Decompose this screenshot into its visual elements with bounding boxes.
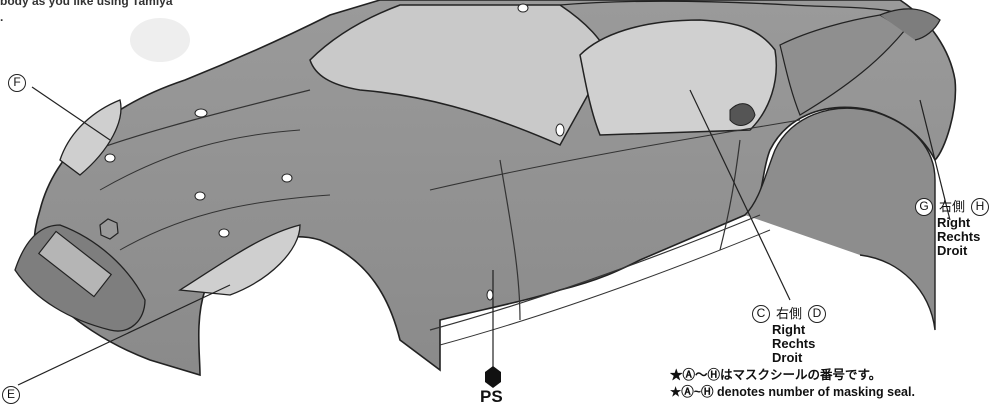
note-jp: ★Ⓐ～Ⓗはマスクシールの番号です。: [670, 368, 882, 382]
door-line-rear: [719, 139, 741, 251]
label-gh-right: Right: [937, 215, 971, 230]
headlight-left: [59, 99, 122, 176]
label-c: C: [752, 305, 770, 323]
badge: [99, 218, 119, 240]
label-group-gh: G 右側 H Right Rechts Droit: [915, 198, 990, 258]
side-window: [579, 19, 777, 136]
windshield: [309, 4, 611, 146]
label-gh-rechts: Rechts: [937, 229, 981, 244]
hood-crease: [99, 129, 301, 191]
label-h: H: [971, 198, 990, 216]
license-plate: [37, 230, 113, 298]
belt-line: [429, 119, 801, 191]
side-sill: [429, 214, 761, 331]
roof-edge: [559, 0, 921, 21]
door-handle: [729, 103, 756, 126]
rear-quarter-window: [779, 14, 906, 116]
label-f: F: [8, 74, 26, 92]
label-cd-rechts: Rechts: [772, 336, 816, 351]
label-cd-droit: Droit: [772, 350, 803, 365]
note-en: ★Ⓐ~Ⓗ denotes number of masking seal.: [670, 385, 915, 399]
ps-pin-marker: [485, 270, 501, 388]
label-gh-droit: Droit: [937, 243, 968, 258]
ps-label: PS: [480, 387, 503, 406]
headlight-right: [178, 224, 301, 296]
instruction-text-fragment: body as you like using Tamiya: [0, 0, 173, 8]
leader-lines: [17, 86, 951, 386]
label-g: G: [915, 198, 933, 216]
label-gh-jp: 右側: [939, 199, 966, 214]
side-sill-2: [439, 229, 771, 346]
mounting-holes: [104, 3, 565, 301]
label-d: D: [808, 305, 827, 323]
label-cd-right: Right: [772, 322, 806, 337]
hood-line: [94, 89, 311, 151]
hood-crease-2: [119, 194, 331, 251]
door-line: [499, 159, 521, 321]
label-e: E: [2, 386, 20, 404]
label-group-cd: C 右側 D Right Rechts Droit: [752, 305, 827, 365]
spoiler: [879, 8, 941, 41]
instruction-text-fragment-2: .: [0, 10, 4, 24]
rear-fender: [744, 107, 936, 331]
label-cd-jp: 右側: [776, 306, 803, 321]
